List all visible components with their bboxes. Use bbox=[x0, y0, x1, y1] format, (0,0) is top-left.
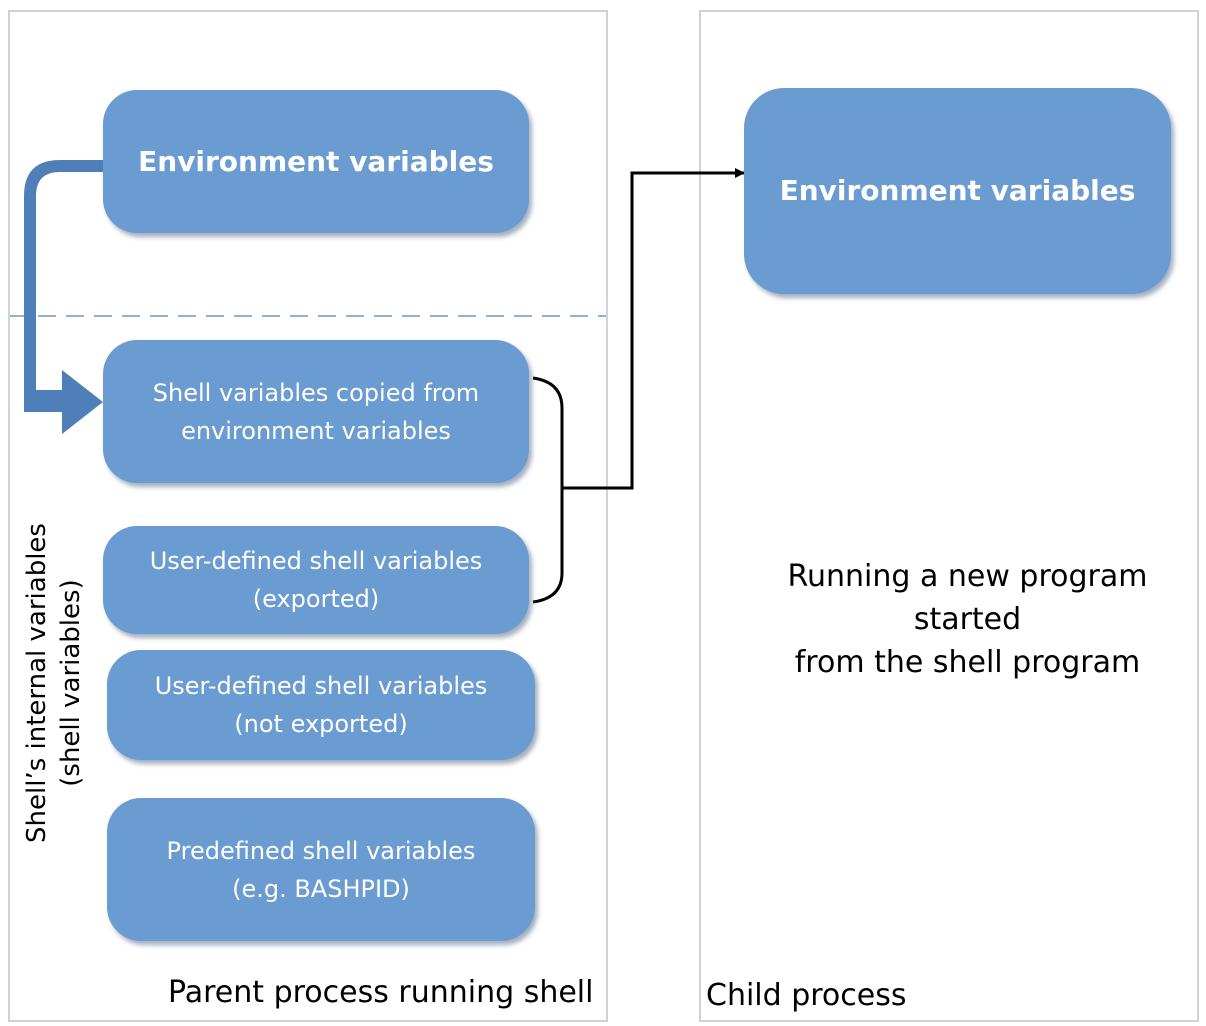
child-process-caption: Child process bbox=[706, 978, 907, 1013]
copy-arrow bbox=[24, 160, 103, 434]
child-process-description: Running a new program started from the s… bbox=[787, 559, 1148, 680]
parent-environment-variables-box: Environment variables bbox=[103, 90, 529, 233]
predefined-shell-variables-box: Predefined shell variables (e.g. BASHPID… bbox=[107, 798, 535, 941]
child-environment-variables-box: Environment variables bbox=[744, 88, 1171, 294]
copied-shell-variables-box: Shell variables copied from environment … bbox=[103, 340, 529, 483]
exported-user-variables-box: User-defined shell variables (exported) bbox=[103, 526, 529, 634]
parent-process-caption: Parent process running shell bbox=[168, 975, 594, 1010]
export-arrow bbox=[562, 168, 745, 490]
not-exported-user-variables-box: User-defined shell variables (not export… bbox=[107, 650, 535, 760]
shell-internal-variables-label: Shell’s internal variables (shell variab… bbox=[22, 523, 86, 843]
export-bracket bbox=[532, 376, 564, 604]
